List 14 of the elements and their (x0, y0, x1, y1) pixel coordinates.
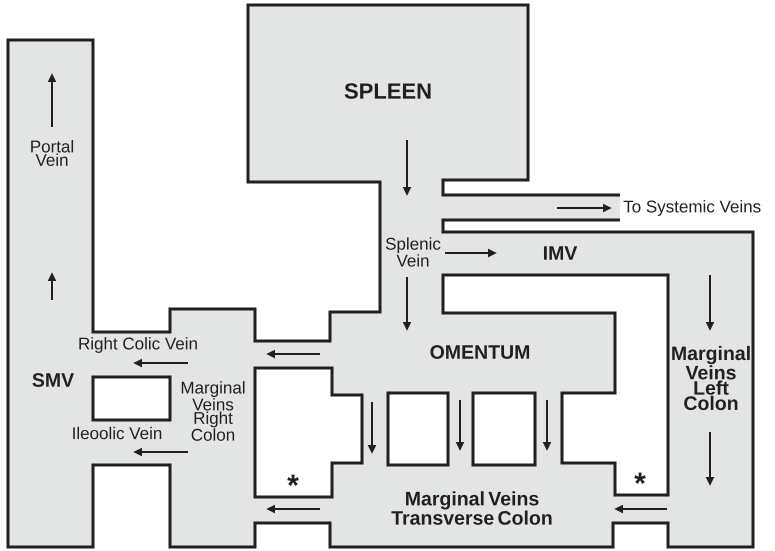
vessel-label: Marginal Veins Right Colon (182, 381, 244, 441)
vessel-label: Marginal Veins Left Colon (672, 346, 750, 410)
vessel-label: Splenic Vein (386, 237, 440, 267)
asterisk-mark: * (287, 474, 299, 486)
vessel-label: Marginal Veins Transverse Colon (391, 491, 552, 525)
vessel-label: SMV (32, 373, 74, 387)
vessel-label: IMV (544, 246, 578, 260)
vessel-label: SPLEEN (344, 83, 431, 99)
vessel-label: To Systemic Veins (624, 200, 761, 216)
vessel-label: OMENTUM (430, 345, 530, 359)
vessel-label: Right Colic Vein (79, 337, 197, 353)
asterisk-mark: * (634, 472, 646, 484)
vessel-label: Ileoolic Vein (73, 426, 162, 440)
vessel-label: Portal Vein (31, 140, 74, 166)
